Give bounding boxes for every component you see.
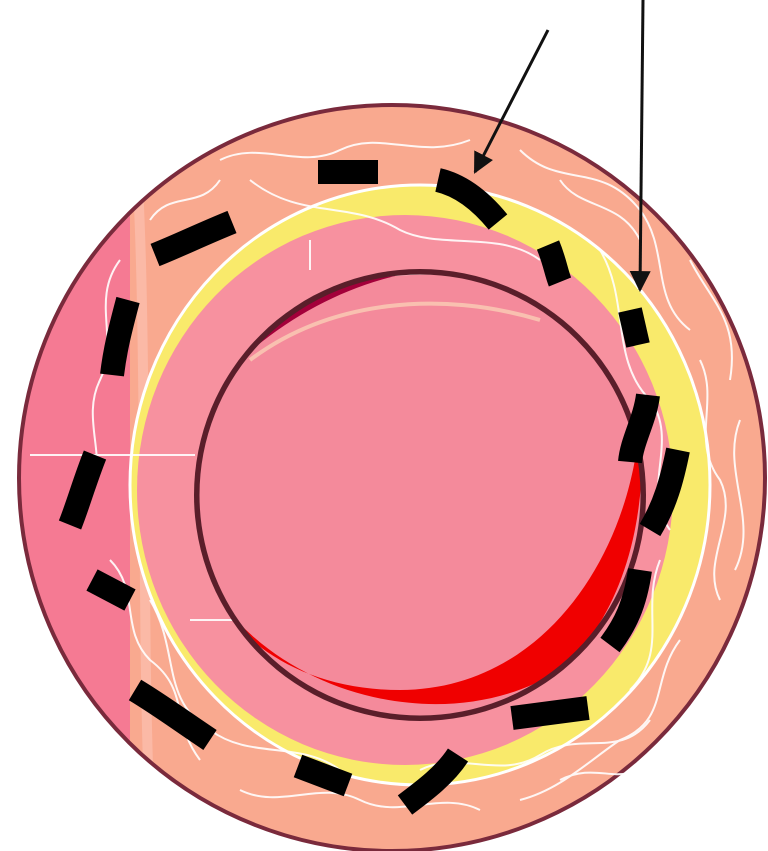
diagram-canvas: [0, 0, 768, 851]
vessel-cross-section-diagram: [0, 0, 768, 851]
